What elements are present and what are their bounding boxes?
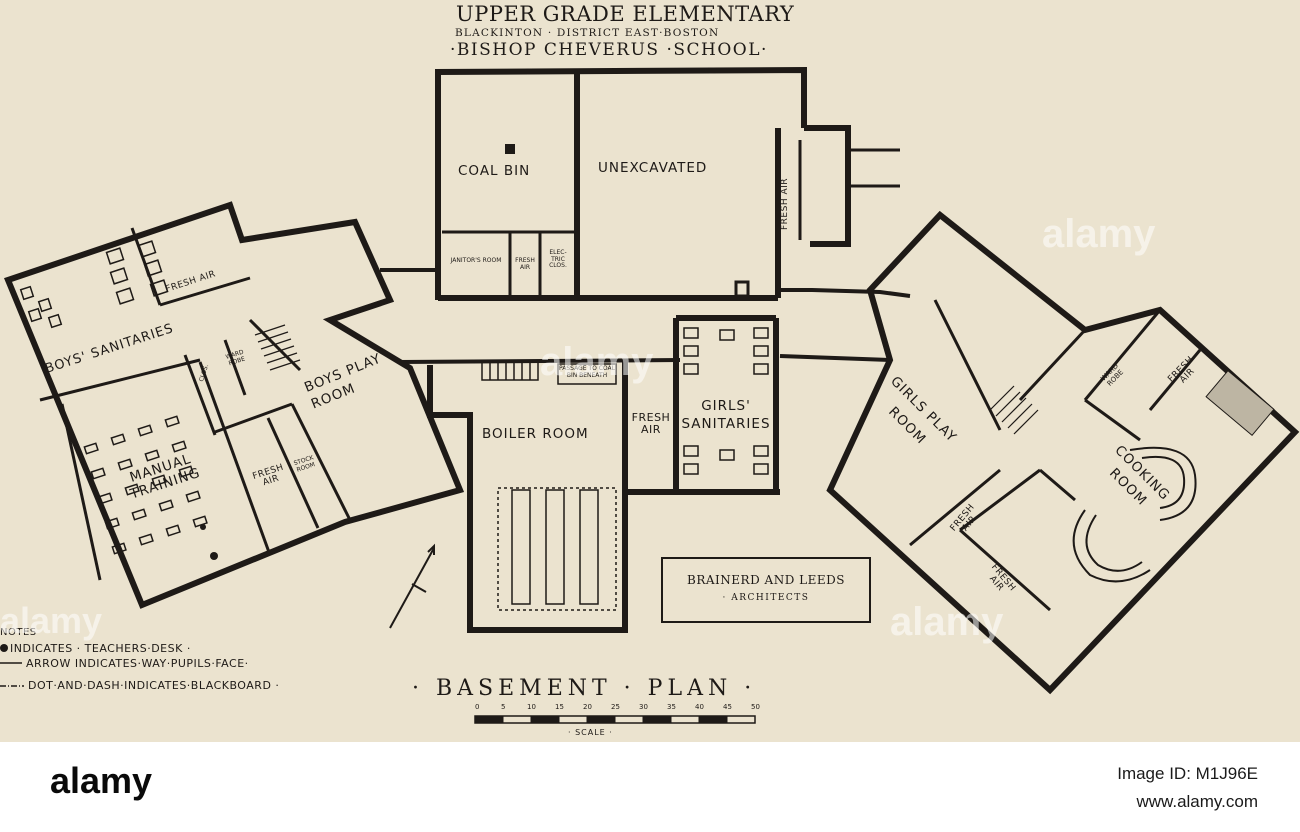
room-fresh-air-top: FRESH AIR (780, 177, 790, 230)
title-line-1: UPPER GRADE ELEMENTARY (456, 2, 795, 26)
scale-bar (474, 715, 756, 724)
room-janitors: JANITOR'S ROOM (450, 257, 502, 264)
corridor-walls (380, 268, 911, 364)
stock-footer (0, 742, 1300, 832)
girls-sanitary-stalls (683, 327, 769, 475)
room-fresh-air-small: FRESH AIR (515, 257, 535, 271)
north-arrow (389, 543, 435, 629)
basement-plan-drawing (0, 66, 1300, 724)
room-boiler: BOILER ROOM (482, 426, 589, 442)
boiler-block-walls (427, 315, 780, 633)
scale-tick: 0 (475, 703, 480, 711)
boys-wing-walls (4, 201, 465, 609)
scale-tick: 5 (501, 703, 506, 711)
notes-teachers-desk: INDICATES · TEACHERS·DESK · (10, 642, 191, 655)
room-unexcavated: UNEXCAVATED (598, 160, 708, 176)
manual-training-desks (83, 415, 208, 555)
footer-site: www.alamy.com (1136, 792, 1258, 811)
scale-tick: 25 (611, 703, 620, 711)
scale-tick: 10 (527, 703, 536, 711)
girls-wing-walls (826, 210, 1300, 695)
notes-arrow: ARROW INDICATES·WAY·PUPILS·FACE· (26, 657, 249, 670)
watermark: alamy (0, 600, 103, 641)
scale-tick: 20 (583, 703, 592, 711)
architects-role: · ARCHITECTS (722, 593, 810, 603)
room-coal-bin: COAL BIN (458, 163, 531, 179)
scale-tick: 30 (639, 703, 648, 711)
footer-image-id: Image ID: M1J96E (1117, 764, 1258, 783)
notes-blackboard: DOT·AND·DASH·INDICATES·BLACKBOARD · (28, 679, 280, 692)
architects-name: BRAINERD AND LEEDS (687, 573, 845, 587)
cooking-tables (1072, 446, 1197, 583)
room-girls-sanitaries: GIRLS' SANITARIES (681, 398, 771, 432)
scale-tick: 15 (555, 703, 564, 711)
scale-label: · SCALE · (568, 728, 613, 737)
passage-label: PASSAGE TO COAL BIN BENEATH (559, 365, 615, 379)
scale-tick: 35 (667, 703, 676, 711)
watermark: alamy (540, 340, 654, 384)
scale-tick: 40 (695, 703, 704, 711)
room-electric-clos: ELEC-TRIC CLOS. (549, 249, 567, 270)
room-fresh-air-boiler: FRESH AIR (631, 411, 671, 436)
watermark: alamy (890, 600, 1004, 644)
floor-plan-sheet: UPPER GRADE ELEMENTARY BLACKINTON · DIST… (0, 2, 1300, 737)
scale-tick: 45 (723, 703, 732, 711)
title-line-2: BLACKINTON · DISTRICT EAST·BOSTON (455, 27, 720, 39)
scale-tick: 50 (751, 703, 760, 711)
architects-box (661, 557, 871, 623)
title-line-3: ·BISHOP CHEVERUS ·SCHOOL· (450, 40, 768, 60)
footer-logo: alamy (50, 760, 153, 801)
watermark: alamy (1042, 212, 1156, 256)
notes-heading: NOTES (0, 627, 37, 638)
plan-title: · BASEMENT · PLAN · (412, 676, 757, 701)
